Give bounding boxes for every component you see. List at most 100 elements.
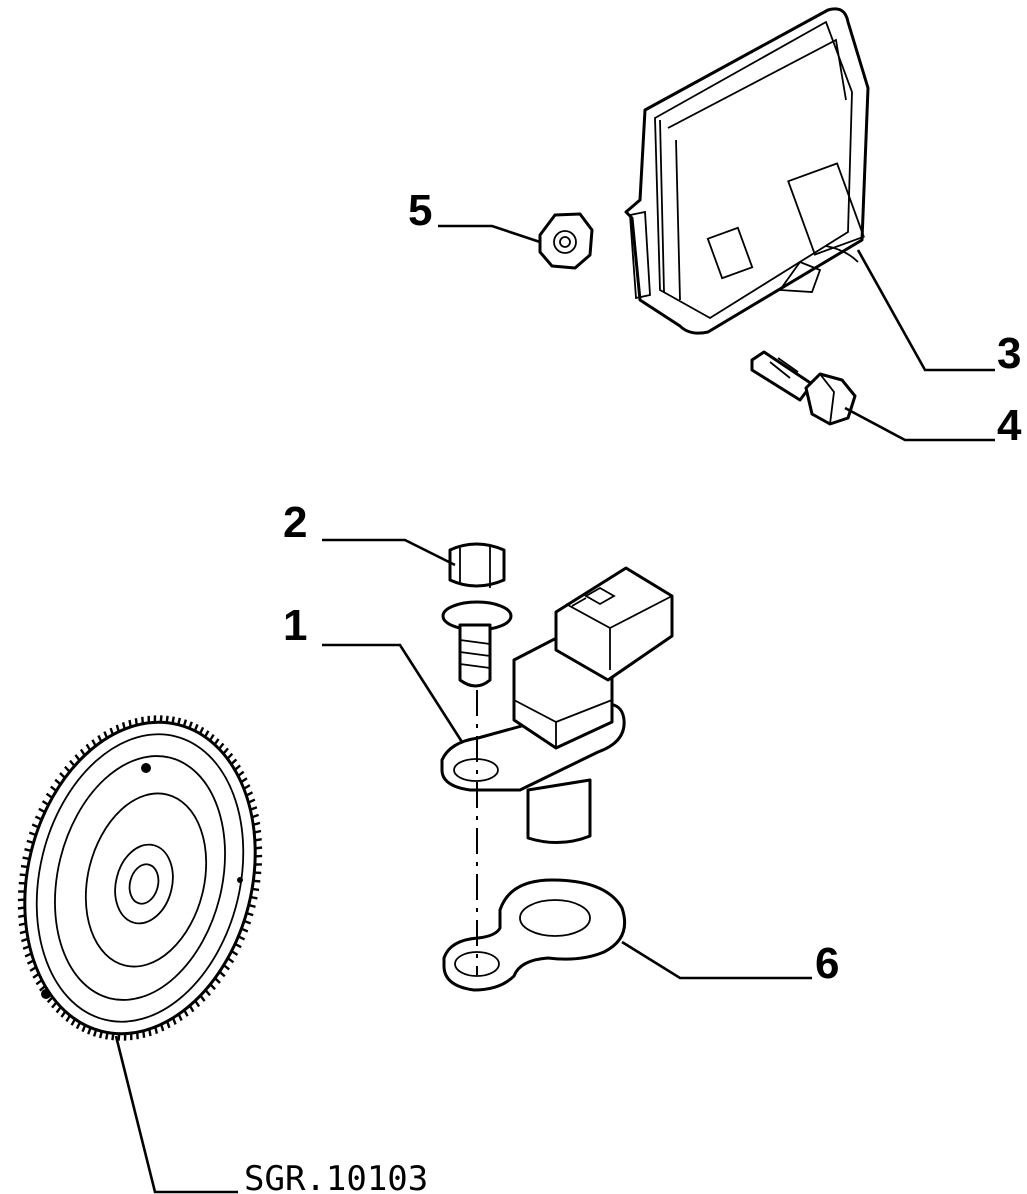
flywheel-tooth (222, 964, 230, 971)
flywheel-tooth (251, 813, 259, 819)
flywheel-tooth (20, 864, 29, 869)
flywheel-tooth (165, 1020, 171, 1029)
flywheel-tooth (69, 759, 76, 767)
flywheel-tooth (41, 800, 50, 806)
flywheel-tooth (188, 721, 193, 729)
flywheel-tooth (198, 726, 205, 735)
flywheel-tooth (154, 1026, 159, 1034)
flywheel-tooth (204, 989, 211, 997)
bolt-ecu (750, 350, 857, 426)
flywheel-tooth (240, 927, 249, 933)
flywheel-tooth (85, 743, 92, 752)
flywheel-tooth (141, 716, 144, 724)
flywheel-tooth (193, 723, 199, 732)
flywheel-tooth (121, 722, 126, 730)
flywheel-tooth (253, 879, 261, 883)
flywheel-tooth (22, 856, 30, 861)
flywheel-tooth (39, 985, 46, 992)
flywheel-tooth (243, 784, 251, 790)
sensor (440, 566, 674, 845)
flywheel-tooth (31, 823, 40, 829)
flywheel-tooth (59, 772, 66, 779)
flywheel-tooth (97, 734, 103, 743)
flywheel-tooth (19, 873, 27, 877)
callout-1: 1 (283, 601, 307, 650)
flywheel-tooth (105, 1032, 109, 1040)
flywheel-tooth (26, 839, 34, 845)
flywheel-tooth (64, 765, 71, 773)
flywheel-tooth (159, 715, 163, 723)
flywheel-tooth (17, 898, 25, 902)
flywheel-tooth (28, 831, 37, 837)
flywheel-tooth (111, 1033, 115, 1041)
flywheel-tooth (245, 791, 254, 797)
flywheel-tooth (230, 950, 239, 956)
flywheel-tooth (234, 942, 242, 949)
flywheel-tooth (87, 1027, 92, 1035)
flywheel-tooth (203, 730, 210, 738)
flywheel-tooth (24, 848, 32, 853)
flywheel-tooth (213, 738, 220, 746)
flywheel-tooth (194, 1000, 201, 1008)
flywheel-tooth (117, 1033, 121, 1041)
drawing-reference-code: SGR.10103 (244, 1159, 428, 1194)
flywheel-tooth (103, 731, 109, 739)
flywheel-tooth (21, 937, 29, 943)
flywheel-tooth (230, 758, 238, 766)
flywheel-tooth (253, 829, 262, 834)
flywheel-tooth (42, 990, 50, 998)
flywheel-tooth (177, 1013, 183, 1022)
flywheel-tooth (248, 903, 256, 908)
flywheel-tooth (237, 770, 245, 777)
flywheel-tooth (171, 1017, 177, 1025)
flywheel-tooth (226, 752, 234, 760)
flywheel-tooth (70, 1018, 77, 1026)
flywheel-tooth (32, 972, 40, 979)
flywheel-tooth (38, 807, 46, 814)
flywheel-tooth (255, 854, 263, 858)
flywheel-tooth (22, 945, 31, 950)
callout-3: 3 (997, 329, 1021, 378)
gasket (442, 878, 627, 992)
flywheel-tooth (171, 716, 175, 724)
flywheel-tooth (182, 719, 188, 727)
flywheel-tooth (17, 906, 25, 910)
flywheel-tooth (134, 718, 138, 726)
flywheel-tooth (24, 952, 33, 958)
flywheel-tooth (50, 785, 58, 792)
flywheel-tooth (243, 919, 252, 925)
flywheel-tooth (98, 1031, 103, 1039)
flywheel-tooth (136, 1032, 139, 1040)
flywheel-tooth (29, 966, 37, 972)
flywheel (17, 715, 263, 1041)
callout-6: 6 (815, 939, 839, 988)
flywheel-tooth (26, 959, 35, 965)
flywheel-tooth (208, 733, 215, 742)
flywheel-tooth (251, 887, 260, 892)
flywheel-tooth (148, 1028, 152, 1037)
flywheel-tooth (254, 838, 262, 842)
flywheel-tooth (81, 1024, 87, 1033)
flywheel-tooth (209, 983, 216, 991)
callout-2: 2 (283, 498, 307, 547)
flywheel-tooth (18, 922, 27, 927)
flywheel-tooth (227, 957, 235, 964)
flywheel-tooth (240, 777, 248, 784)
flywheel-tooth (55, 1006, 62, 1014)
flywheel-tooth (255, 846, 263, 850)
flywheel-tooth (234, 764, 241, 771)
flywheel-tooth (177, 717, 182, 725)
flywheel-tooth (128, 719, 132, 728)
flywheel-tooth (46, 996, 54, 1004)
flywheel-tooth (91, 739, 97, 747)
flywheel-tooth (214, 977, 221, 984)
flywheel-tooth (45, 792, 53, 799)
flywheel-tooth (75, 1021, 82, 1030)
flywheel-tooth (92, 1029, 98, 1037)
flywheel-tooth (160, 1023, 165, 1032)
flywheel-tooth (79, 748, 86, 756)
flywheel-tooth (51, 1001, 58, 1009)
flywheel-tooth (218, 970, 226, 978)
leader-lines (114, 224, 995, 1194)
callout-5: 5 (408, 186, 432, 235)
